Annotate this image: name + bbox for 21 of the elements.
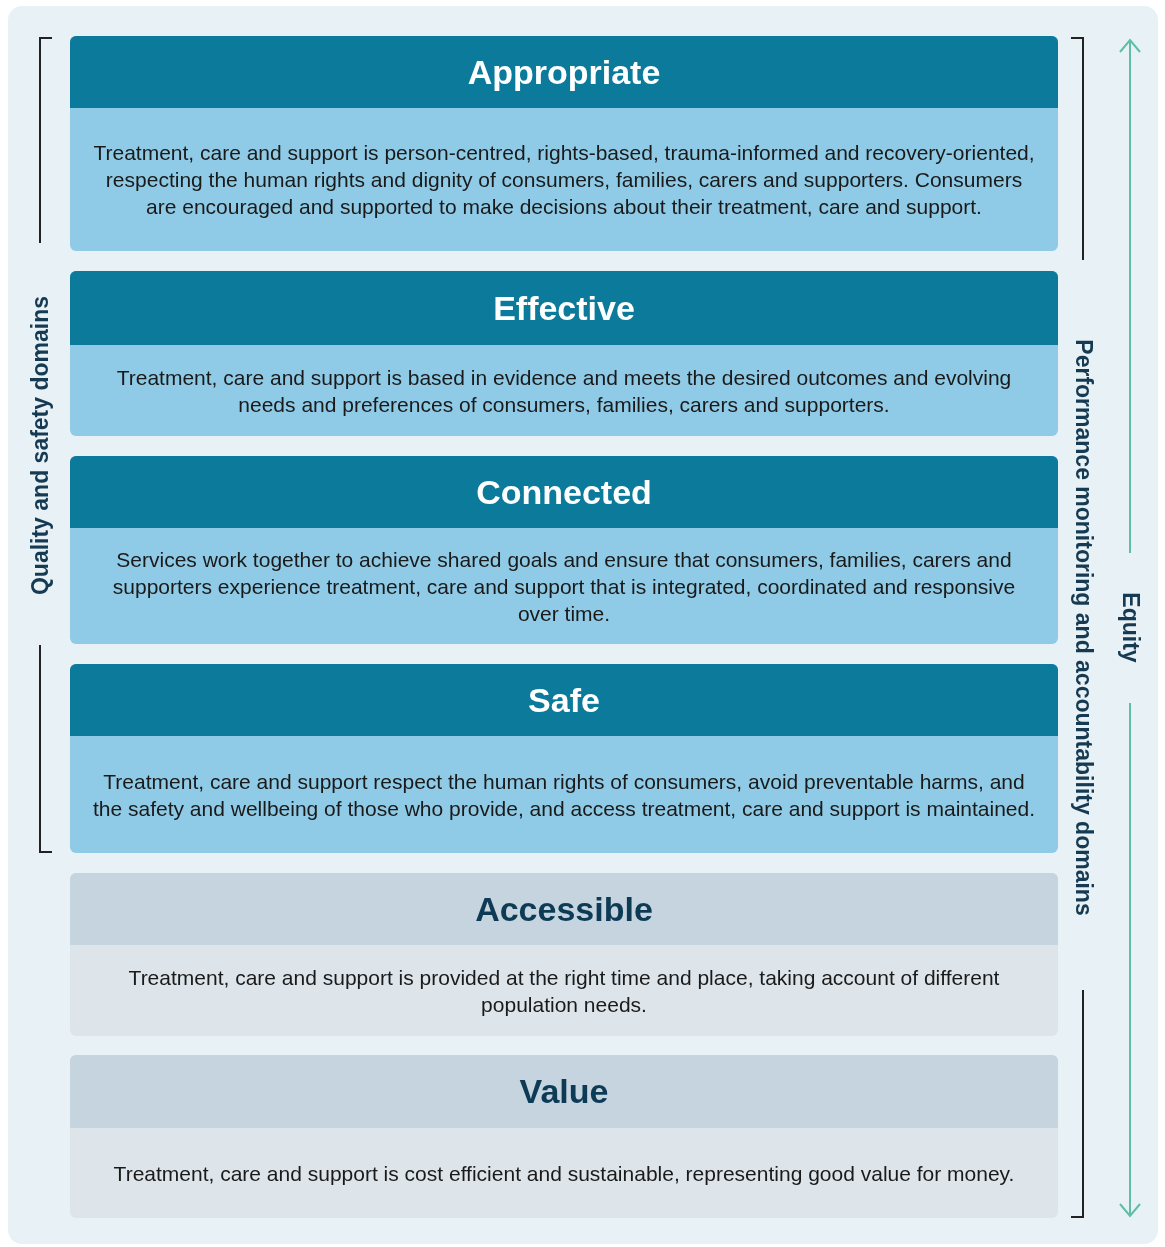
domain-card xyxy=(70,456,1058,644)
domain-card xyxy=(70,271,1058,436)
axis-label: Equity xyxy=(1116,591,1144,663)
axis-label: Performance monitoring and accountability domains xyxy=(1069,338,1097,916)
domain-card xyxy=(70,1055,1058,1218)
card-description: Treatment, care and support respect the human rights of consumers, avoid preventable harms, and the safety and wellbeing of those who provide, and access treatment, care and support is maintained. xyxy=(92,768,1036,822)
card-description: Treatment, care and support is based in evidence and meets the desired outcomes and evolving needs and preferences of consumers, families, carers and supporters. xyxy=(115,364,1013,418)
card-description: Treatment, care and support is cost efficient and sustainable, representing good value for money. xyxy=(113,1160,1015,1187)
domain-card xyxy=(70,664,1058,853)
card-heading: Value xyxy=(519,1072,609,1111)
card-heading: Safe xyxy=(528,680,600,720)
card-heading: Accessible xyxy=(475,889,653,929)
card-heading: Appropriate xyxy=(467,52,661,92)
domain-card xyxy=(70,873,1058,1036)
card-description: Services work together to achieve shared goals and ensure that consumers, families, carers and supporters experience treatment, care and support that is integrated, coordinated and responsive over time. xyxy=(111,546,1017,627)
card-heading: Connected xyxy=(476,472,652,512)
card-description: Treatment, care and support is person-centred, rights-based, trauma-informed and recovery-oriented, respecting the human rights and dignity of consumers, families, carers and supporters. Consumers are encouraged and supported to make decisions about their treatment, care and support. xyxy=(92,140,1036,220)
card-description: Treatment, care and support is provided at the right time and place, taking account of different population needs. xyxy=(127,964,1001,1018)
domain-card xyxy=(70,36,1058,251)
axis-label: Quality and safety domains xyxy=(26,295,54,595)
card-heading: Effective xyxy=(493,288,635,328)
